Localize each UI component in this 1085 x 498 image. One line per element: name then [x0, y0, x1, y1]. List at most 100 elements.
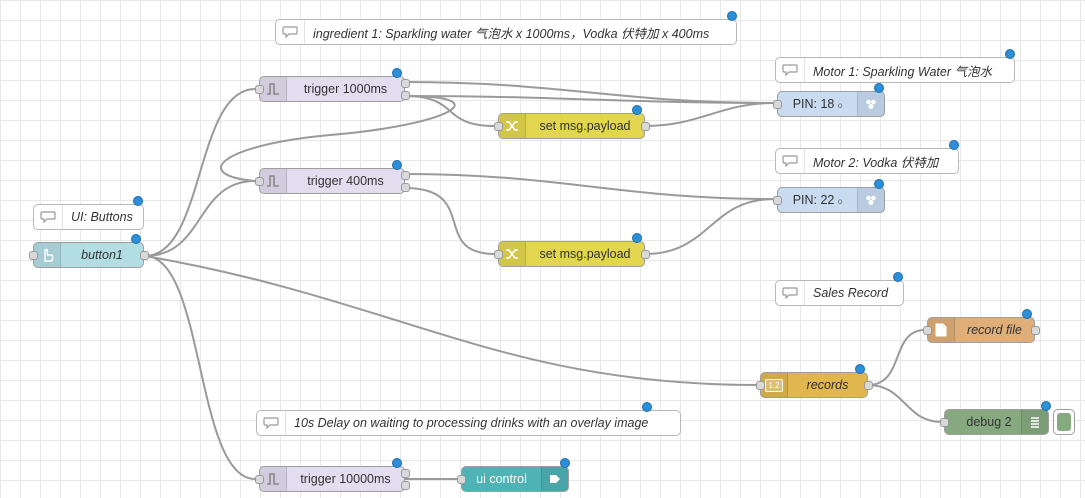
gpio-pin-18-node[interactable]: PIN: 18 o — [773, 83, 885, 117]
shuffle-icon — [499, 114, 526, 138]
output-port[interactable] — [401, 481, 410, 490]
output-port[interactable] — [401, 469, 410, 478]
status-badge — [632, 105, 642, 115]
set-payload-node-1[interactable]: set msg.payload — [494, 105, 650, 139]
raspberry-pi-icon — [857, 188, 884, 212]
input-port[interactable] — [457, 475, 466, 484]
wire — [404, 173, 775, 200]
comment-label: Motor 2: Vodka 伏特加 — [813, 155, 939, 170]
comment-bubble-icon — [257, 411, 286, 435]
button1-node[interactable]: button1 — [29, 234, 149, 268]
input-port[interactable] — [940, 418, 949, 427]
status-badge — [392, 160, 402, 170]
status-badge — [855, 364, 865, 374]
status-badge — [874, 83, 884, 93]
node-label: records — [806, 378, 849, 392]
output-port[interactable] — [401, 171, 410, 180]
set-payload-node-2[interactable]: set msg.payload — [494, 233, 650, 267]
status-badge — [949, 140, 959, 150]
trigger-1000ms-node[interactable]: trigger 1000ms — [255, 68, 410, 102]
status-badge — [392, 68, 402, 78]
node-label: ui control — [476, 472, 527, 486]
trigger-10000ms-node[interactable]: trigger 10000ms — [255, 458, 410, 492]
comment-bubble-icon — [776, 58, 805, 82]
output-port[interactable] — [401, 79, 410, 88]
wire — [144, 255, 256, 480]
wire — [404, 81, 775, 104]
debug-toggle-button[interactable] — [1053, 409, 1075, 435]
trigger-pulse-icon — [260, 77, 287, 101]
comment-ingredient[interactable]: ingredient 1: Sparkling water 气泡水 x 1000… — [275, 11, 737, 45]
status-badge — [893, 272, 903, 282]
wire — [644, 102, 775, 127]
comment-ui-buttons[interactable]: UI: Buttons — [33, 196, 144, 230]
wire — [404, 95, 775, 104]
output-port[interactable] — [641, 250, 650, 259]
pointer-hand-icon — [34, 243, 61, 267]
status-badge — [632, 233, 642, 243]
output-port[interactable] — [140, 251, 149, 260]
trigger-400ms-node[interactable]: trigger 400ms — [255, 160, 410, 194]
status-badge — [727, 11, 737, 21]
trigger-pulse-icon — [260, 467, 287, 491]
input-port[interactable] — [494, 122, 503, 131]
status-badge — [874, 179, 884, 189]
status-badge — [560, 458, 570, 468]
comment-bubble-icon — [776, 281, 805, 305]
input-port[interactable] — [255, 177, 264, 186]
input-port[interactable] — [29, 251, 38, 260]
wire — [644, 198, 775, 255]
trigger-pulse-icon — [260, 169, 287, 193]
output-port[interactable] — [401, 183, 410, 192]
input-port[interactable] — [923, 326, 932, 335]
node-label: button1 — [81, 248, 123, 262]
records-node[interactable]: 1.2 records — [756, 364, 873, 398]
comment-bubble-icon — [776, 149, 805, 173]
input-port[interactable] — [773, 196, 782, 205]
node-label: debug 2 — [966, 415, 1012, 429]
output-port[interactable] — [401, 91, 410, 100]
node-label: PIN: 22 o — [792, 193, 843, 207]
comment-label: 10s Delay on waiting to processing drink… — [294, 416, 649, 430]
status-badge — [1005, 49, 1015, 59]
comment-motor2[interactable]: Motor 2: Vodka 伏特加 — [775, 140, 959, 174]
comment-bubble-icon — [276, 20, 305, 44]
ui-control-node[interactable]: ui control — [457, 458, 570, 492]
comment-delay[interactable]: 10s Delay on waiting to processing drink… — [256, 402, 681, 436]
input-port[interactable] — [255, 85, 264, 94]
gpio-pin-22-node[interactable]: PIN: 22 o — [773, 179, 885, 213]
wire — [867, 329, 926, 386]
wire — [144, 180, 256, 257]
comment-bubble-icon — [34, 205, 63, 229]
node-label: set msg.payload — [539, 247, 631, 261]
debug-2-node[interactable]: debug 2 — [940, 401, 1051, 435]
comment-motor1[interactable]: Motor 1: Sparkling Water 气泡水 — [775, 49, 1015, 83]
file-icon — [928, 318, 955, 342]
status-badge — [1022, 309, 1032, 319]
record-file-node[interactable]: record file — [923, 309, 1040, 343]
status-badge — [133, 196, 143, 206]
raspberry-pi-icon — [857, 92, 884, 116]
input-port[interactable] — [255, 475, 264, 484]
debug-list-icon — [1021, 410, 1048, 434]
node-label: PIN: 18 o — [792, 97, 843, 111]
node-label: trigger 10000ms — [300, 472, 391, 486]
wire — [404, 95, 496, 127]
wire — [404, 187, 496, 255]
status-badge — [131, 234, 141, 244]
node-label: trigger 1000ms — [303, 82, 388, 96]
comment-sales-record[interactable]: Sales Record — [775, 272, 904, 306]
node-label: record file — [967, 323, 1022, 337]
comment-label: ingredient 1: Sparkling water 气泡水 x 1000… — [313, 26, 710, 41]
wire — [867, 384, 943, 423]
output-port[interactable] — [1031, 326, 1040, 335]
input-port[interactable] — [756, 381, 765, 390]
output-port[interactable] — [641, 122, 650, 131]
input-port[interactable] — [494, 250, 503, 259]
node-label: trigger 400ms — [307, 174, 384, 188]
status-badge — [392, 458, 402, 468]
input-port[interactable] — [773, 100, 782, 109]
output-port[interactable] — [864, 381, 873, 390]
node-label: set msg.payload — [539, 119, 631, 133]
